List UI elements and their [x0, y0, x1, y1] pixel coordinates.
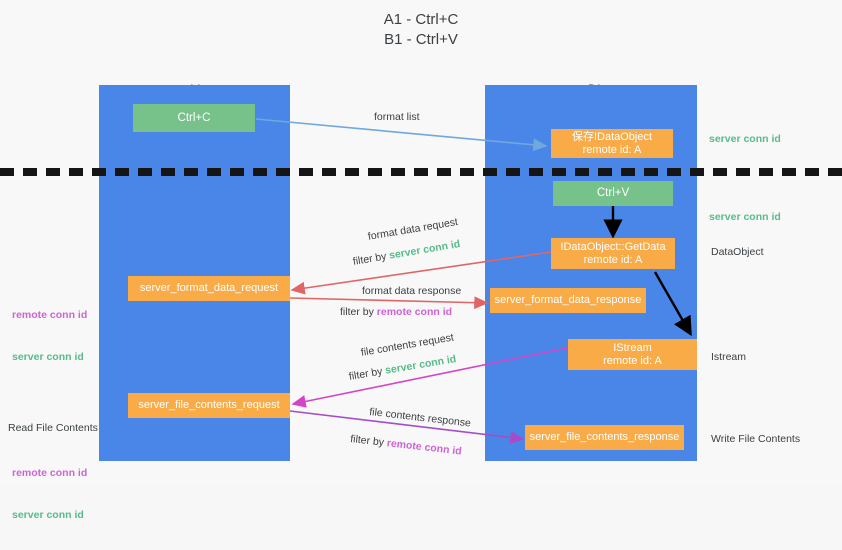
side-label-istream: Istream — [711, 351, 747, 363]
edge-label-format-list: format list — [374, 111, 420, 123]
diagram-title-line-2: B1 - Ctrl+V — [384, 31, 458, 48]
diagram-title: A1 - Ctrl+C B1 - Ctrl+V — [0, 10, 842, 50]
node-istream: IStream remote id: A — [568, 339, 697, 370]
side-label-remote-conn-id-2: remote conn id — [12, 467, 88, 479]
edge-label-file-contents-response-filter-prefix: filter by — [349, 433, 388, 450]
side-label-read-file-contents: Read File Contents — [8, 422, 98, 434]
side-label-server-conn-id-1: server conn id — [12, 351, 84, 363]
edge-label-file-contents-response-filter-key: remote conn id — [386, 437, 463, 458]
edge-label-format-data-response-filter: filter by remote conn id — [340, 306, 452, 319]
node-server-file-contents-request: server_file_contents_request — [128, 393, 290, 418]
side-label-group-read-file-contents: Read File Contents remote conn id server… — [8, 393, 98, 550]
edge-label-file-contents-response-filter: filter by remote conn id — [350, 433, 463, 459]
side-label-dataobject: DataObject — [711, 246, 764, 258]
diagram-title-line-1: A1 - Ctrl+C — [383, 11, 459, 28]
phase-divider-dashed-line — [0, 168, 842, 176]
node-server-format-data-request: server_format_data_request — [128, 276, 290, 301]
side-label-group-format-data: remote conn id server conn id — [12, 280, 87, 392]
edge-label-format-data-request-filter-prefix: filter by — [352, 249, 391, 268]
side-label-remote-conn-id-1: remote conn id — [12, 309, 88, 321]
node-save-idataobject: 保存IDataObject remote id: A — [551, 129, 673, 158]
arrow-format-data-response — [289, 296, 489, 310]
node-server-format-data-response: server_format_data_response — [490, 288, 646, 313]
edge-label-format-data-response-filter-prefix: filter by — [340, 306, 377, 318]
edge-label-file-contents-request-filter-key: server conn id — [384, 353, 458, 377]
side-label-server-conn-id-mid: server conn id — [709, 211, 781, 223]
diagram-canvas: A1 - Ctrl+CB1 - Ctrl+V A1 remote B1 conn… — [0, 10, 842, 521]
node-server-file-contents-response: server_file_contents_response — [525, 425, 684, 450]
side-label-server-conn-id-top: server conn id — [709, 133, 781, 145]
side-label-server-conn-id-2: server conn id — [12, 509, 84, 521]
edge-label-format-data-request-filter-key: server conn id — [388, 238, 462, 262]
edge-label-format-data-response: format data response — [362, 285, 462, 297]
edge-label-file-contents-response: file contents response — [368, 406, 472, 430]
edge-label-format-data-response-filter-key: remote conn id — [376, 306, 453, 318]
edge-label-file-contents-request-filter-prefix: filter by — [348, 364, 387, 383]
node-ctrl-v: Ctrl+V — [553, 181, 673, 206]
node-idataobject-getdata: IDataObject::GetData remote id: A — [551, 238, 675, 269]
side-label-write-file-contents: Write File Contents — [711, 433, 801, 445]
node-ctrl-c: Ctrl+C — [133, 104, 255, 132]
